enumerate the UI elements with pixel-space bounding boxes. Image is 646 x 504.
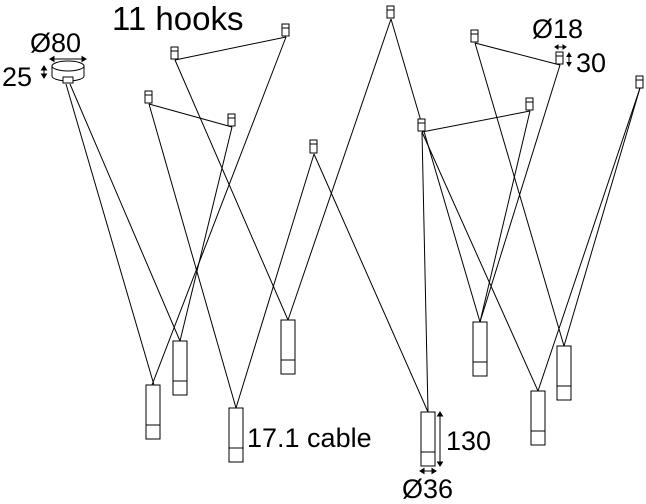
pendant-lamp (530, 390, 546, 446)
cable (421, 110, 531, 133)
cables (65, 18, 641, 413)
pendant-lamp (228, 407, 244, 463)
ceiling-hook (227, 113, 236, 127)
cable (151, 36, 287, 386)
cable (65, 83, 155, 386)
ceiling-hook (417, 118, 426, 132)
cable (179, 126, 233, 342)
ceiling-hook (281, 23, 290, 37)
cable (313, 153, 429, 413)
pendant-lamp (280, 319, 296, 375)
ceiling-hook (635, 75, 644, 89)
lamp-height-label: 130 (446, 426, 492, 456)
cable (563, 87, 641, 347)
cable-length-label: 17.1 cable (247, 423, 372, 453)
pendant-lamp (556, 345, 572, 401)
ceiling-hook (144, 90, 153, 104)
cable (537, 87, 641, 392)
pendant-lamp (172, 340, 188, 396)
hook-height-label: 30 (576, 48, 607, 78)
cable (174, 36, 287, 61)
canopy (51, 60, 85, 84)
pendant-lamp (420, 411, 436, 467)
cable (390, 18, 481, 323)
ceiling-hook (309, 139, 318, 154)
lamp-diameter-label: Ø36 (402, 474, 454, 504)
pendant-lamp (472, 321, 488, 377)
cable (174, 59, 289, 321)
canopy-diameter-label: Ø80 (30, 28, 82, 58)
pendant-lamps (145, 319, 572, 467)
cable (474, 42, 561, 66)
ceiling-hook (525, 97, 534, 111)
cable (235, 153, 315, 409)
cable (421, 131, 429, 413)
cable (421, 131, 539, 392)
cable (479, 64, 561, 323)
cable (479, 110, 531, 323)
ceiling-hook (470, 29, 479, 43)
ceiling-hooks (144, 5, 644, 154)
cable (69, 83, 181, 342)
canopy-height-label: 25 (2, 62, 33, 92)
cable (148, 103, 237, 409)
ceiling-hook (170, 46, 179, 60)
hook-diameter-label: Ø18 (532, 14, 584, 44)
cable (148, 103, 233, 128)
cable (287, 18, 392, 321)
ceiling-hook (386, 5, 395, 19)
ceiling-hook (555, 51, 564, 65)
dimension-arrows (40, 44, 572, 475)
pendant-lamp (145, 384, 161, 440)
hook-count-label: 11 hooks (112, 0, 244, 37)
